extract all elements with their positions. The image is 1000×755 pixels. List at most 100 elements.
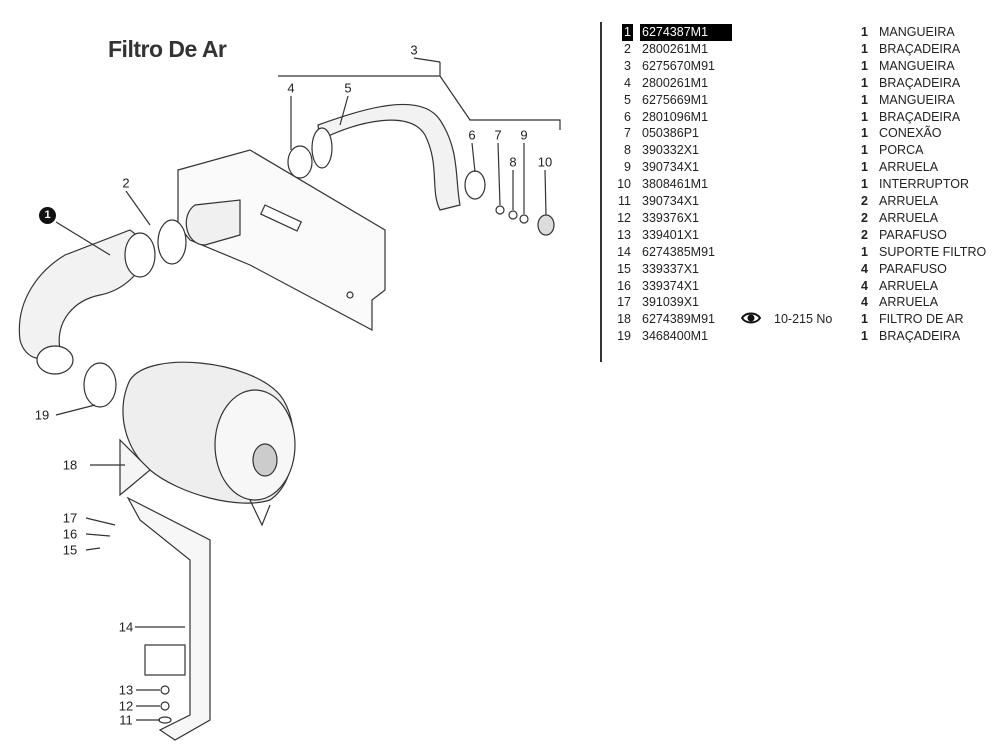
quantity: 1	[861, 126, 868, 141]
description: BRAÇADEIRA	[879, 109, 961, 124]
quantity: 1	[861, 92, 868, 107]
callout-15[interactable]: 15	[62, 542, 78, 558]
part-number: 3468400M1	[642, 329, 709, 344]
item-number: 3	[624, 58, 631, 73]
description: ARRUELA	[879, 278, 939, 293]
part-number: 6275669M1	[642, 92, 709, 107]
callout-9[interactable]: 9	[520, 127, 528, 143]
part-number: 2800261M1	[642, 75, 709, 90]
item-number: 5	[624, 92, 631, 107]
quantity: 1	[861, 143, 868, 158]
eye-icon[interactable]	[740, 311, 762, 330]
callout-3[interactable]: 3	[410, 42, 418, 58]
quantity: 1	[861, 329, 868, 344]
parts-row[interactable]: 8 390332X1 1 PORCA	[602, 142, 1000, 159]
item-number: 16	[617, 278, 631, 293]
callout-13[interactable]: 13	[118, 682, 134, 698]
callout-12[interactable]: 12	[118, 698, 134, 714]
callout-7[interactable]: 7	[494, 127, 502, 143]
callout-10[interactable]: 10	[537, 154, 553, 170]
description: ARRUELA	[879, 160, 939, 175]
part-number: 6274389M91	[642, 312, 715, 327]
quantity: 2	[861, 194, 868, 208]
description: INTERRUPTOR	[879, 177, 970, 192]
quantity: 2	[861, 227, 868, 242]
callout-11[interactable]: 11	[119, 712, 133, 728]
quantity: 1	[861, 109, 868, 124]
part-number: 339374X1	[642, 278, 700, 293]
part-number: 391039X1	[642, 295, 700, 310]
callout-19[interactable]: 19	[34, 407, 50, 423]
part-number: 3808461M1	[642, 177, 709, 192]
quantity: 1	[861, 25, 868, 39]
description: ARRUELA	[879, 295, 939, 310]
callout-14[interactable]: 14	[118, 619, 134, 635]
item-number: 7	[624, 126, 631, 141]
part-number: 390332X1	[642, 143, 700, 158]
callout-6[interactable]: 6	[468, 127, 476, 143]
item-number: 2	[624, 41, 631, 56]
item-number: 9	[624, 160, 631, 175]
callout-5[interactable]: 5	[344, 80, 352, 96]
quantity: 4	[861, 295, 868, 310]
part-number: 339401X1	[642, 227, 700, 242]
part-number: 390734X1	[642, 160, 700, 175]
callout-2[interactable]: 2	[122, 175, 130, 191]
description: SUPORTE FILTRO	[879, 244, 987, 259]
quantity: 4	[861, 261, 868, 276]
callout-17[interactable]: 17	[62, 510, 78, 526]
description: BRAÇADEIRA	[879, 329, 961, 344]
parts-row[interactable]: 17 391039X1 4 ARRUELA	[602, 294, 1000, 311]
callout-1[interactable]: 1	[39, 207, 56, 224]
description: CONEXÃO	[879, 126, 942, 141]
quantity: 1	[861, 177, 868, 192]
serial-range: 10-215 No	[774, 312, 833, 327]
part-number: 6275670M91	[642, 58, 715, 73]
callout-18[interactable]: 18	[62, 457, 78, 473]
item-number: 19	[617, 329, 631, 344]
part-number: 390734X1	[642, 194, 700, 208]
description: PARAFUSO	[879, 261, 947, 276]
parts-row[interactable]: 13 339401X1 2 PARAFUSO	[602, 227, 1000, 244]
description: BRAÇADEIRA	[879, 75, 961, 90]
item-number: 8	[624, 143, 631, 158]
item-number: 13	[617, 227, 631, 242]
description: ARRUELA	[879, 194, 939, 208]
item-number: 17	[617, 295, 631, 310]
quantity: 1	[861, 244, 868, 259]
part-number: 2800261M1	[642, 41, 709, 56]
item-number: 10	[617, 177, 631, 192]
parts-row[interactable]: 15 339337X1 4 PARAFUSO	[602, 261, 1000, 278]
callout-8[interactable]: 8	[509, 154, 517, 170]
callout-16[interactable]: 16	[62, 526, 78, 542]
quantity: 1	[861, 75, 868, 90]
callout-4[interactable]: 4	[287, 80, 295, 96]
description: PORCA	[879, 143, 924, 158]
description: MANGUEIRA	[879, 25, 955, 39]
description: PARAFUSO	[879, 227, 947, 242]
part-number: 6274387M1	[640, 24, 732, 41]
item-number: 18	[617, 312, 631, 327]
item-number: 4	[624, 75, 631, 90]
part-number: 339337X1	[642, 261, 700, 276]
item-number: 15	[617, 261, 631, 276]
description: MANGUEIRA	[879, 58, 955, 73]
parts-row[interactable]: 4 2800261M1 1 BRAÇADEIRA	[602, 75, 1000, 92]
item-number: 14	[617, 244, 631, 259]
parts-row[interactable]: 19 3468400M1 1 BRAÇADEIRA	[602, 328, 1000, 345]
quantity: 1	[861, 41, 868, 56]
parts-row[interactable]: 10 3808461M1 1 INTERRUPTOR	[602, 176, 1000, 193]
page-title: Filtro De Ar	[108, 36, 227, 62]
